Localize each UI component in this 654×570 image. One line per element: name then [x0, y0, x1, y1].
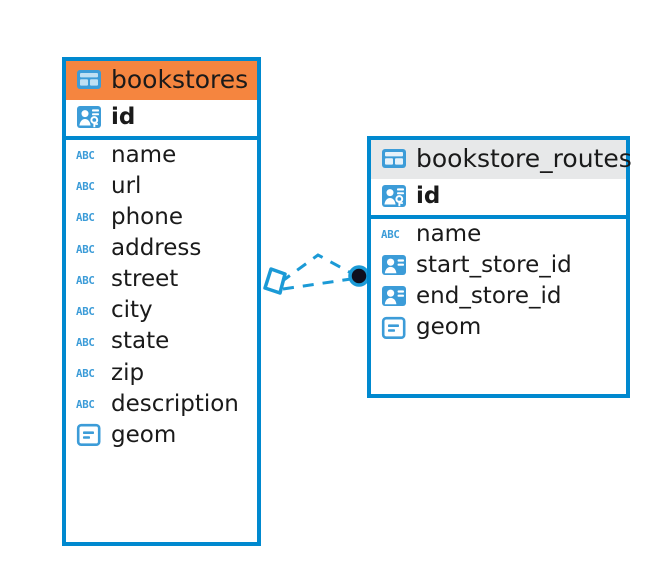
svg-text:ABC: ABC	[76, 242, 95, 255]
entity-header-bookstores[interactable]: bookstores	[66, 61, 257, 100]
field-label: end_store_id	[416, 282, 562, 309]
abc-text-icon: ABC	[76, 147, 102, 163]
abc-text-icon: ABC	[76, 396, 102, 412]
key-divider	[66, 135, 257, 140]
field-label: street	[111, 266, 179, 293]
field-row-start-store-id[interactable]: start_store_id	[371, 250, 626, 281]
primary-key-icon	[76, 104, 102, 130]
entity-bookstores[interactable]: bookstores id	[62, 57, 261, 546]
svg-text:ABC: ABC	[76, 398, 95, 411]
geometry-icon	[76, 423, 102, 447]
field-row-geom[interactable]: geom	[371, 312, 626, 343]
field-row-state[interactable]: ABC state	[66, 326, 257, 357]
field-label: zip	[111, 359, 145, 386]
relationship-line-upper	[280, 253, 354, 284]
field-row-id[interactable]: id	[371, 179, 626, 215]
key-list-bookstore-routes: id	[371, 179, 626, 215]
field-row-geom[interactable]: geom	[66, 420, 257, 451]
field-row-phone[interactable]: ABC phone	[66, 202, 257, 233]
svg-text:ABC: ABC	[76, 180, 95, 193]
abc-text-icon: ABC	[76, 241, 102, 257]
table-icon	[76, 69, 102, 90]
field-row-description[interactable]: ABC description	[66, 389, 257, 420]
field-label: phone	[111, 203, 183, 230]
field-name-id: id	[111, 103, 136, 130]
abc-text-icon: ABC	[76, 178, 102, 194]
field-row-name[interactable]: ABC name	[371, 219, 626, 250]
key-list-bookstores: id	[66, 100, 257, 136]
geometry-icon	[381, 316, 407, 340]
field-row-city[interactable]: ABC city	[66, 295, 257, 326]
primary-key-icon	[381, 183, 407, 209]
field-label: state	[111, 328, 170, 355]
field-row-address[interactable]: ABC address	[66, 233, 257, 264]
field-list-bookstore-routes: ABC name start_store_id	[371, 219, 626, 344]
field-label: geom	[416, 314, 482, 340]
field-name-id: id	[416, 182, 441, 209]
field-row-street[interactable]: ABC street	[66, 264, 257, 295]
field-row-zip[interactable]: ABC zip	[66, 358, 257, 389]
abc-text-icon: ABC	[76, 303, 102, 319]
svg-text:ABC: ABC	[76, 274, 95, 287]
field-row-name[interactable]: ABC name	[66, 140, 257, 171]
field-label: description	[111, 390, 239, 417]
abc-text-icon: ABC	[76, 334, 102, 350]
field-label: name	[416, 220, 482, 247]
field-label: address	[111, 235, 202, 261]
entity-header-bookstore-routes[interactable]: bookstore_routes	[371, 140, 632, 179]
table-icon	[381, 148, 407, 169]
svg-text:ABC: ABC	[76, 336, 95, 349]
field-label: geom	[111, 421, 177, 448]
abc-text-icon: ABC	[76, 272, 102, 288]
field-list-bookstores: ABC name ABC url ABC p	[66, 140, 257, 451]
relationship-target-circle-ring	[348, 265, 370, 287]
entity-bookstore-routes[interactable]: bookstore_routes id	[367, 136, 632, 398]
svg-text:ABC: ABC	[76, 305, 95, 318]
relationship-source-rhombus	[263, 267, 287, 295]
abc-text-icon: ABC	[381, 226, 407, 242]
foreign-key-icon	[381, 252, 407, 278]
field-label: url	[111, 172, 142, 199]
entity-title-bookstores: bookstores	[111, 65, 249, 94]
abc-text-icon: ABC	[76, 365, 102, 381]
abc-text-icon: ABC	[76, 209, 102, 225]
svg-text:ABC: ABC	[76, 149, 95, 162]
field-row-id[interactable]: id	[66, 100, 257, 136]
svg-text:ABC: ABC	[76, 211, 95, 224]
entity-title-bookstore-routes: bookstore_routes	[416, 144, 632, 173]
field-label: city	[111, 297, 153, 324]
field-row-url[interactable]: ABC url	[66, 171, 257, 202]
field-row-end-store-id[interactable]: end_store_id	[371, 281, 626, 312]
field-label: name	[111, 141, 177, 168]
foreign-key-icon	[381, 283, 407, 309]
relationship-line-lower	[282, 277, 352, 291]
svg-text:ABC: ABC	[76, 367, 95, 380]
field-label: start_store_id	[416, 251, 572, 278]
svg-text:ABC: ABC	[381, 228, 400, 241]
key-divider	[371, 214, 626, 219]
